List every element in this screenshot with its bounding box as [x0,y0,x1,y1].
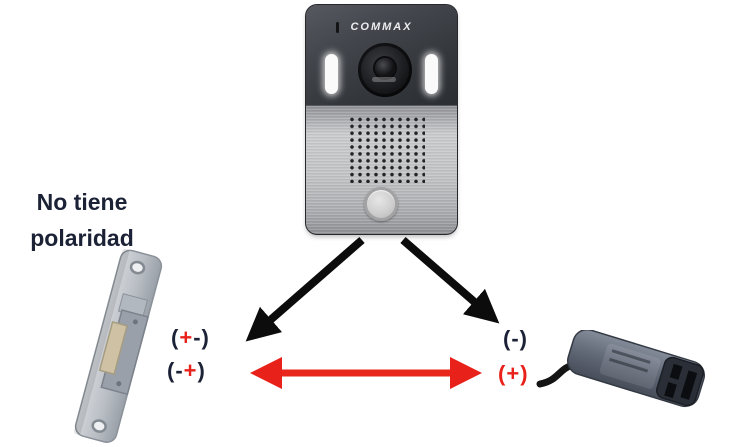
plus-sign: + [506,361,521,386]
paren-open: ( [167,358,176,383]
plus-sign: + [183,358,198,383]
paren-open: ( [498,361,507,386]
lens-glint [372,77,396,82]
strike-terminal-row1: (+-) [171,325,210,351]
door-station: COMMAX [306,5,457,234]
speaker-grille-icon [346,115,425,183]
led-strip-right-icon [425,54,438,94]
plus-sign: + [179,325,194,350]
paren-close: ) [197,358,206,383]
camera-lens-icon [358,43,412,97]
arrow-to-strike [245,236,365,342]
power-adapter [536,330,706,408]
adapter-terminal-row1: (-) [503,326,528,352]
camera-inner-lens-icon [375,58,395,78]
paren-close: ) [520,361,529,386]
paren-open: ( [171,325,180,350]
minus-sign: - [511,326,520,351]
polarity-note: No tiene polaridad [4,184,160,256]
paren-close: ) [519,326,528,351]
paren-close: ) [201,325,210,350]
minus-sign: - [175,358,184,383]
arrow-to-adapter [400,236,500,324]
call-button-icon [364,187,398,221]
led-strip-left-icon [325,54,338,94]
minus-sign: - [193,325,202,350]
paren-open: ( [503,326,512,351]
polarity-note-line1: No tiene [36,189,128,215]
electric-strike [74,248,163,443]
door-station-speaker-panel [306,105,457,234]
adapter-terminal-row2: (+) [498,361,529,387]
polarity-note-line2: polaridad [30,225,134,251]
door-station-camera-panel: COMMAX [306,5,457,105]
mic-hole-icon [336,22,339,33]
brand-logo: COMMAX [350,21,413,33]
strike-terminal-row2: (-+) [167,358,206,384]
